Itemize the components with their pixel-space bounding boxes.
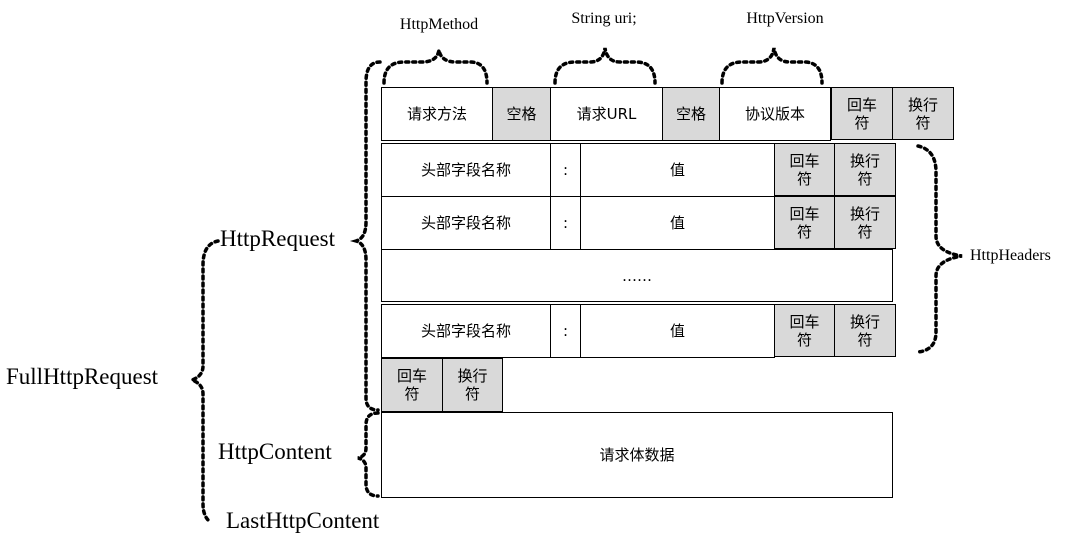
cr-cell-header: 回车 符 (774, 304, 835, 357)
http-content-label: HttpContent (218, 439, 332, 464)
string-uri-label: String uri; (571, 10, 637, 27)
http-headers-label: HttpHeaders (970, 247, 1051, 264)
request-url-cell: 请求URL (550, 87, 663, 141)
lf-cell-header: 换行 符 (834, 196, 896, 249)
request-body-cell: 请求体数据 (381, 412, 893, 498)
http-method-brace (382, 49, 489, 85)
lf-cell-header: 换行 符 (834, 304, 896, 357)
cr-cell-header: 回车 符 (774, 143, 835, 196)
header-field-name-cell: 头部字段名称 (381, 196, 551, 250)
header-colon-cell: : (550, 304, 581, 358)
http-method-label: HttpMethod (399, 16, 479, 33)
http-content-brace (357, 411, 380, 498)
lf-cell-request-line: 换行 符 (892, 87, 954, 140)
http-version-label: HttpVersion (746, 10, 824, 27)
string-uri-brace (553, 47, 657, 85)
protocol-version-cell: 协议版本 (719, 87, 831, 141)
header-colon-cell: : (550, 196, 581, 250)
lf-cell-blank-line: 换行 符 (442, 358, 503, 412)
lf-cell-header: 换行 符 (834, 143, 896, 196)
full-http-request-brace (186, 239, 220, 524)
http-request-label: HttpRequest (220, 226, 335, 251)
http-headers-brace (916, 144, 963, 354)
header-value-cell: 值 (580, 304, 775, 358)
space-cell-1: 空格 (492, 87, 551, 141)
header-field-name-cell: 头部字段名称 (381, 143, 551, 197)
full-http-request-label: FullHttpRequest (6, 364, 159, 389)
http-request-brace (349, 60, 382, 412)
last-http-content-label: LastHttpContent (226, 508, 380, 533)
header-field-name-cell: 头部字段名称 (381, 304, 551, 358)
cr-cell-blank-line: 回车 符 (381, 358, 443, 412)
ellipsis-row: …… (381, 249, 893, 302)
cr-cell-header: 回车 符 (774, 196, 835, 249)
http-version-brace (720, 47, 824, 85)
header-colon-cell: : (550, 143, 581, 197)
header-value-cell: 值 (580, 143, 775, 197)
request-method-cell: 请求方法 (381, 87, 493, 141)
